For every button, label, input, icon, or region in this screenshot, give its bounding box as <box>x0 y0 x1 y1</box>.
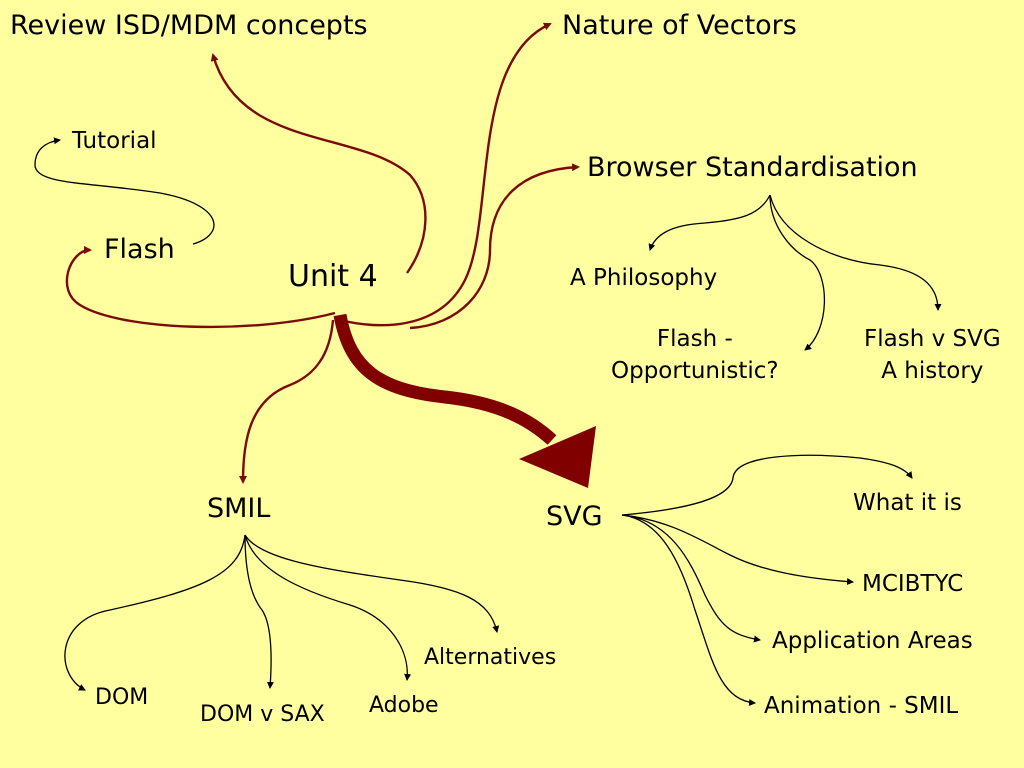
link-svg-animation <box>621 514 756 706</box>
link-flash-tutorial <box>34 137 215 245</box>
node-center: Unit 4 <box>288 259 378 294</box>
link-browser-philosophy <box>648 194 771 251</box>
link-smil-adobe <box>244 534 412 681</box>
node-review: Review ISD/MDM concepts <box>10 10 368 41</box>
node-adobe: Adobe <box>369 693 439 718</box>
node-what-it-is: What it is <box>853 490 962 516</box>
link-browser-flash-svg <box>769 194 942 311</box>
node-dom: DOM <box>95 685 149 710</box>
node-animation: Animation - SMIL <box>764 693 959 719</box>
link-svg-what-it-is <box>621 454 913 516</box>
node-smil: SMIL <box>207 493 271 524</box>
node-flash: Flash <box>104 234 175 265</box>
node-flash-svg: Flash v SVG A history <box>864 326 1001 385</box>
link-center-review <box>210 53 427 274</box>
link-smil-alternatives <box>244 534 500 633</box>
node-vectors: Nature of Vectors <box>562 10 797 41</box>
link-center-flash <box>65 246 336 329</box>
node-opportunistic: Flash - Opportunistic? <box>611 326 779 385</box>
node-dom-sax: DOM v SAX <box>200 702 325 727</box>
node-browser: Browser Standardisation <box>587 152 918 183</box>
node-alternatives: Alternatives <box>424 645 557 670</box>
big-arrow-shaft <box>333 313 557 445</box>
link-center-browser <box>409 163 580 330</box>
link-smil-dom <box>64 534 246 691</box>
link-center-smil <box>239 319 335 484</box>
link-svg-app-areas <box>621 514 761 643</box>
link-center-vectors <box>339 22 552 327</box>
link-svg-mcibtyc <box>621 514 854 586</box>
node-svg: SVG <box>546 501 603 532</box>
link-smil-dom-sax <box>244 534 274 689</box>
node-tutorial: Tutorial <box>72 128 157 154</box>
node-philosophy: A Philosophy <box>570 265 718 291</box>
big-arrowhead <box>519 426 596 488</box>
link-browser-opportunistic <box>769 194 826 351</box>
node-mcibtyc: MCIBTYC <box>862 571 964 597</box>
node-app-areas: Application Areas <box>772 628 973 654</box>
